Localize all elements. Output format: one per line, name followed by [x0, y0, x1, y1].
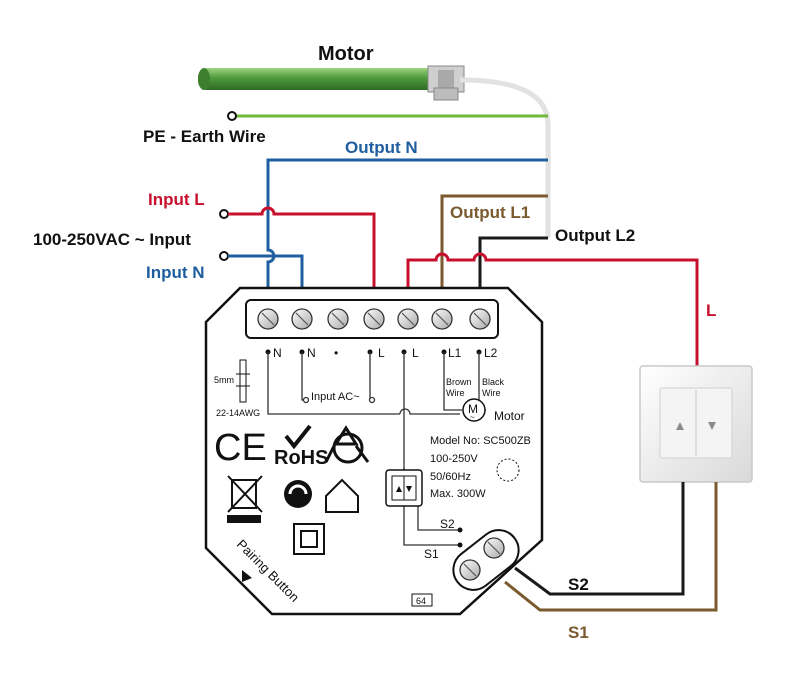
rohs-mark: RoHS [274, 447, 328, 469]
weee-bin-icon [227, 475, 263, 523]
wall-switch[interactable] [639, 365, 753, 483]
motor-symbol [462, 398, 486, 422]
pe-earth-label: PE - Earth Wire [143, 127, 266, 146]
switch-down-arrow-icon[interactable] [708, 422, 716, 430]
switch-up-arrow-icon[interactable] [676, 422, 684, 430]
wire-gauge-label: 22-14AWG [216, 408, 260, 418]
terminal-labels: N N • L L L1 L2 [265, 346, 498, 360]
input-n-wire [228, 254, 304, 288]
l-switch-label: L [706, 301, 716, 320]
motor-cable [459, 77, 551, 238]
pe-terminal-dot [227, 111, 237, 121]
mark-64: 64 [416, 596, 426, 606]
black-wire-label-2: Wire [482, 388, 501, 398]
input-ac-label: Input AC~ [311, 391, 360, 403]
dashed-circle-mark [496, 458, 520, 482]
brown-wire-label-2: Wire [446, 388, 465, 398]
wire-strip-icon [236, 359, 250, 403]
output-l2-wire [478, 236, 548, 288]
s1-inner-label: S1 [424, 547, 439, 561]
s1-wire [504, 482, 718, 612]
device-body [204, 286, 544, 616]
local-up-arrow-icon[interactable] [396, 486, 402, 492]
s2-wire [514, 482, 685, 596]
terminal-label-n1: N [273, 346, 282, 360]
l-switch-wire [406, 252, 699, 368]
pairing-arrow-icon[interactable] [242, 570, 252, 582]
terminal-label-n2: N [307, 346, 316, 360]
voltage-input-label: 100-250VAC ~ Input [33, 230, 191, 249]
output-l1-label: Output L1 [450, 203, 530, 222]
input-n-label: Input N [146, 263, 205, 282]
output-n-label: Output N [345, 138, 418, 157]
s1-outer-label: S1 [568, 623, 589, 642]
mark-64-box [411, 593, 433, 607]
motor-title: Motor [318, 43, 374, 65]
output-l2-label: Output L2 [555, 226, 635, 245]
local-switch-icon[interactable] [385, 469, 423, 507]
input-l-terminal-dot [219, 209, 229, 219]
terminal-label-l1: L [378, 346, 385, 360]
terminal-label-out-l2: L2 [484, 346, 498, 360]
input-l-wire [228, 206, 376, 288]
motor-tube [198, 65, 465, 101]
terminal-label-out-l1: L1 [448, 346, 462, 360]
motor-symbol-label: Motor [494, 409, 525, 423]
local-down-arrow-icon[interactable] [406, 486, 412, 492]
output-l1-wire [440, 194, 548, 288]
motor-symbol-tilde: ~ [470, 413, 475, 422]
terminal-label-l2: L [412, 346, 419, 360]
terminal-label-dot: • [334, 346, 338, 360]
rohs-check-icon [284, 424, 312, 450]
green-dot-icon [284, 480, 312, 508]
s2-inner-label: S2 [440, 517, 455, 531]
recycle-icon [324, 425, 370, 464]
terminal-screws [257, 308, 491, 330]
s-terminal-block [452, 529, 520, 591]
s2-outer-label: S2 [568, 575, 589, 594]
model-number: Model No: SC500ZB [430, 435, 531, 447]
power-spec: Max. 300W [430, 488, 486, 500]
house-icon [325, 478, 359, 513]
ce-mark: CE [214, 427, 267, 469]
brown-wire-label-1: Brown [446, 377, 472, 387]
input-n-terminal-dot [219, 251, 229, 261]
input-l-label: Input L [148, 190, 205, 209]
strip-length-label: 5mm [214, 375, 234, 385]
voltage-spec: 100-250V [430, 453, 478, 465]
frequency-spec: 50/60Hz [430, 471, 471, 483]
black-wire-label-1: Black [482, 377, 505, 387]
double-insulation-icon [293, 523, 325, 555]
motor-symbol-letter: M [468, 402, 478, 416]
